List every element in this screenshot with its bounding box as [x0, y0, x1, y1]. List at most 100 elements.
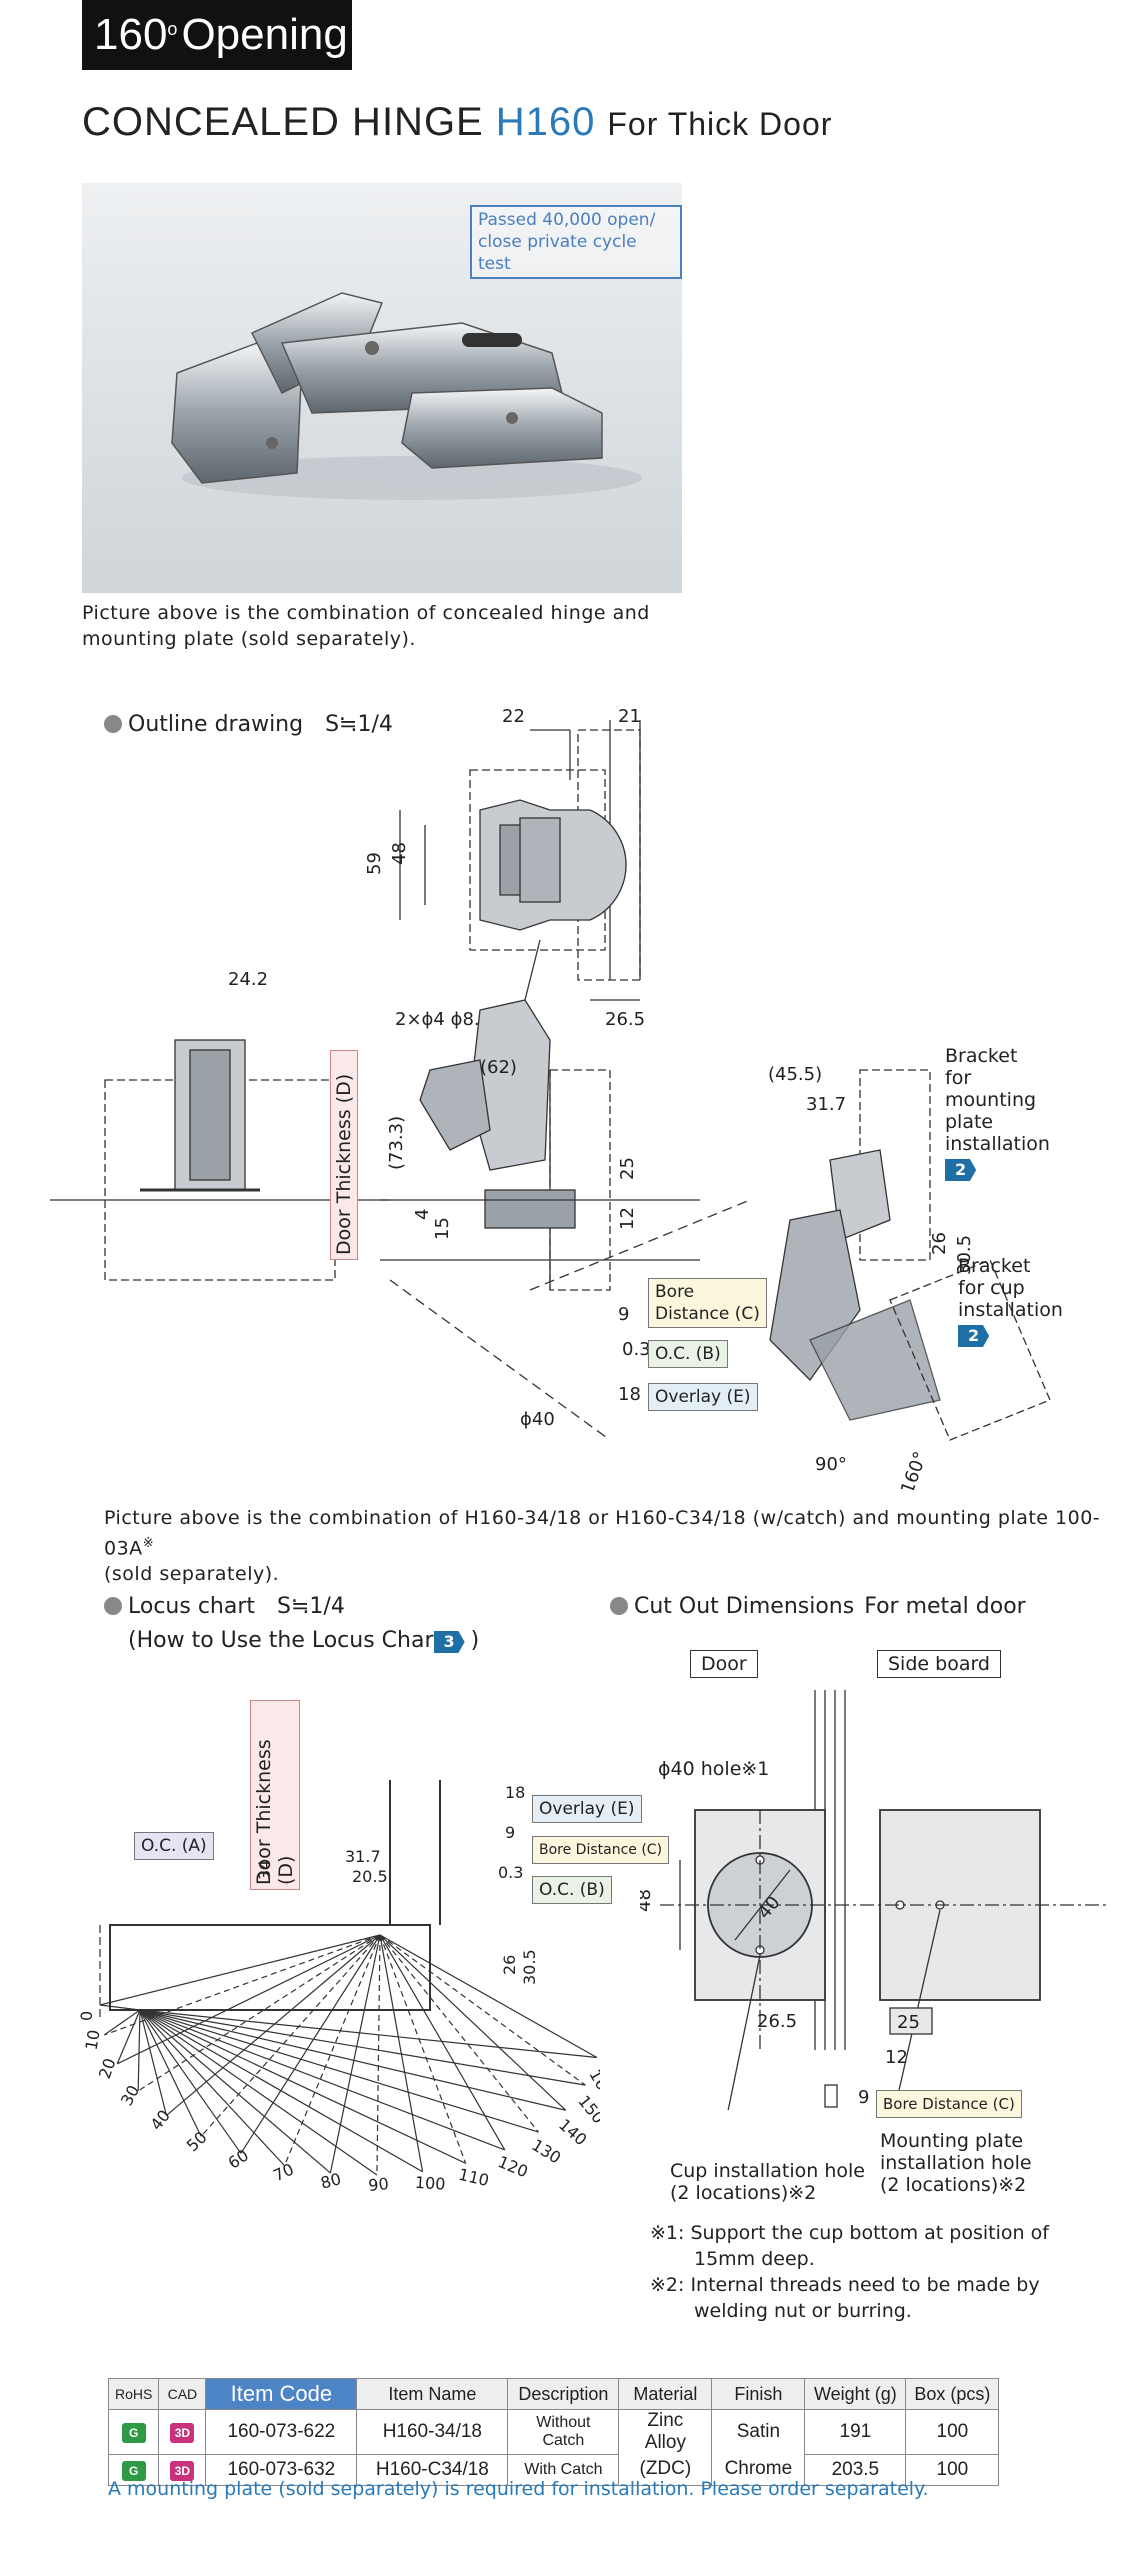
weight-cell: 191	[804, 2409, 907, 2455]
col-weight: Weight (g)	[804, 2378, 907, 2410]
tag-text: Opening	[181, 10, 348, 59]
locus-line	[139, 2009, 331, 2174]
dim-holes: 2×ϕ4 ϕ8.2	[395, 1009, 491, 1030]
bracket1-line: Bracket	[945, 1045, 1018, 1067]
locus-scale: S≒1/4	[277, 1594, 345, 1619]
locus-dim-31-7: 31.7	[345, 1847, 381, 1866]
badge-line-1: Passed 40,000 open/	[478, 210, 656, 230]
cup-hole-label: Cup installation hole (2 locations)※2	[670, 2160, 865, 2204]
cutout-dim-25: 25	[897, 2012, 920, 2033]
rohs-icon: G	[121, 2422, 146, 2443]
dim-48: 48	[389, 842, 410, 865]
rohs-cell: G	[107, 2453, 160, 2486]
item-name-cell: H160-C34/18	[356, 2453, 509, 2486]
cad-cell[interactable]: 3D	[158, 2409, 207, 2455]
dim-21: 21	[618, 706, 641, 727]
dim-30-5: 30.5	[954, 1235, 975, 1275]
ref-badge-3[interactable]: 3	[433, 1631, 465, 1653]
locus-line	[379, 1934, 567, 2111]
locus-line	[104, 1934, 381, 2036]
locus-angle-label: 50	[183, 2128, 211, 2156]
note-2-line-1: ※2: Internal threads need to be made by	[650, 2274, 1040, 2296]
locus-angle-label: 120	[495, 2152, 530, 2181]
oc-a-callout: O.C. (A)	[134, 1832, 214, 1860]
col-item-name: Item Name	[356, 2378, 509, 2410]
tag-degree: o	[167, 19, 178, 39]
photo-caption: Picture above is the combination of conc…	[82, 600, 650, 652]
locus-line	[379, 1934, 598, 2059]
locus-dim-0-3: 0.3	[498, 1863, 523, 1882]
table-row: G 3D 160-073-632 H160-C34/18 With Catch …	[107, 2453, 1000, 2486]
dim-22: 22	[502, 706, 525, 727]
bore-line-1: Bore	[655, 1282, 695, 1302]
mount-line-1: Mounting plate	[880, 2130, 1024, 2152]
dim-73-3: (73.3)	[386, 1116, 407, 1170]
locus-bore-callout: Bore Distance (C)	[532, 1836, 670, 1864]
bracket1-line: installation	[945, 1133, 1050, 1155]
box-cell: 100	[905, 2409, 1000, 2455]
material-cell: Zinc Alloy	[618, 2409, 713, 2454]
locus-dim-26: 26	[500, 1955, 519, 1975]
note-1-line-2: 15mm deep.	[694, 2248, 815, 2270]
locus-overlay-callout: Overlay (E)	[532, 1795, 642, 1823]
bullet-icon	[610, 1597, 628, 1615]
locus-line	[139, 2009, 202, 2137]
col-cad: CAD	[158, 2378, 207, 2410]
photo-caption-line-2: mounting plate (sold separately).	[82, 628, 416, 650]
bullet-icon	[104, 715, 122, 733]
bracket2-line: Bracket	[958, 1255, 1031, 1277]
locus-line	[376, 1934, 381, 2175]
locus-howto-text: (How to Use the Locus Char	[128, 1628, 434, 1653]
cad-cell[interactable]: 3D	[158, 2453, 207, 2486]
cutout-dim-26-5: 26.5	[757, 2011, 797, 2032]
cad-3d-icon[interactable]: 3D	[170, 2460, 195, 2481]
locus-dim-20-5: 20.5	[352, 1867, 388, 1886]
bracket-cup-label: Bracket for cup installation 2	[958, 1255, 1063, 1347]
cad-3d-icon[interactable]: 3D	[170, 2422, 195, 2443]
bracket1-line: mounting	[945, 1089, 1037, 1111]
cutout-dim-9: 9	[858, 2087, 869, 2108]
col-material: Material	[618, 2378, 713, 2410]
mount-hole-label: Mounting plate installation hole (2 loca…	[880, 2130, 1032, 2196]
locus-dim-9: 9	[505, 1823, 515, 1842]
dim-59: 59	[364, 852, 385, 875]
title-text: CONCEALED HINGE	[82, 100, 484, 144]
finish-cell: Chrome	[711, 2454, 806, 2486]
locus-line	[139, 2009, 168, 2116]
locus-line	[139, 2009, 586, 2086]
locus-angle-label: 130	[528, 2135, 564, 2167]
ref-badge-2[interactable]: 2	[945, 1159, 977, 1181]
rohs-icon: G	[121, 2460, 146, 2481]
oc-b-callout: O.C. (B)	[648, 1340, 728, 1368]
dim-18: 18	[618, 1384, 641, 1405]
dim-phi-40: ϕ40	[520, 1409, 555, 1430]
cutout-drawing: 48 40 26.5 25 12 9	[640, 1690, 1110, 2110]
item-code-cell: 160-073-632	[205, 2453, 358, 2486]
outline-heading-text: Outline drawing	[128, 712, 304, 737]
bracket-mounting-label: Bracket for mounting plate installation …	[945, 1045, 1050, 1181]
locus-line	[116, 1934, 381, 2065]
description-cell: With Catch	[507, 2453, 620, 2486]
cutout-notes: ※1: Support the cup bottom at position o…	[650, 2220, 1049, 2324]
dim-4: 4	[412, 1209, 433, 1220]
col-rohs: RoHS	[107, 2378, 160, 2410]
note-1-line-1: ※1: Support the cup bottom at position o…	[650, 2222, 1049, 2244]
locus-line	[99, 2004, 141, 2011]
outline-drawing: 22 21 59 48 2×ϕ4 ϕ8.2 26.5 24.2 (62) (73…	[50, 706, 1051, 1490]
item-name-cell: H160-34/18	[356, 2409, 509, 2455]
dim-45-5: (45.5)	[768, 1064, 822, 1085]
bracket1-line: for	[945, 1067, 972, 1089]
overlay-callout: Overlay (E)	[648, 1383, 758, 1411]
col-item-code: Item Code	[205, 2378, 358, 2410]
locus-line	[379, 1934, 424, 2172]
table-header-row: RoHS CAD Item Code Item Name Description…	[107, 2378, 1000, 2410]
dim-25: 25	[617, 1157, 638, 1180]
outline-caption: Picture above is the combination of H160…	[104, 1505, 1124, 1587]
ref-badge-2[interactable]: 2	[958, 1325, 990, 1347]
finish-cell: Satin	[711, 2409, 806, 2454]
weight-cell: 203.5	[804, 2453, 907, 2486]
dim-26: 26	[929, 1232, 950, 1255]
angle-90: 90°	[815, 1454, 847, 1475]
